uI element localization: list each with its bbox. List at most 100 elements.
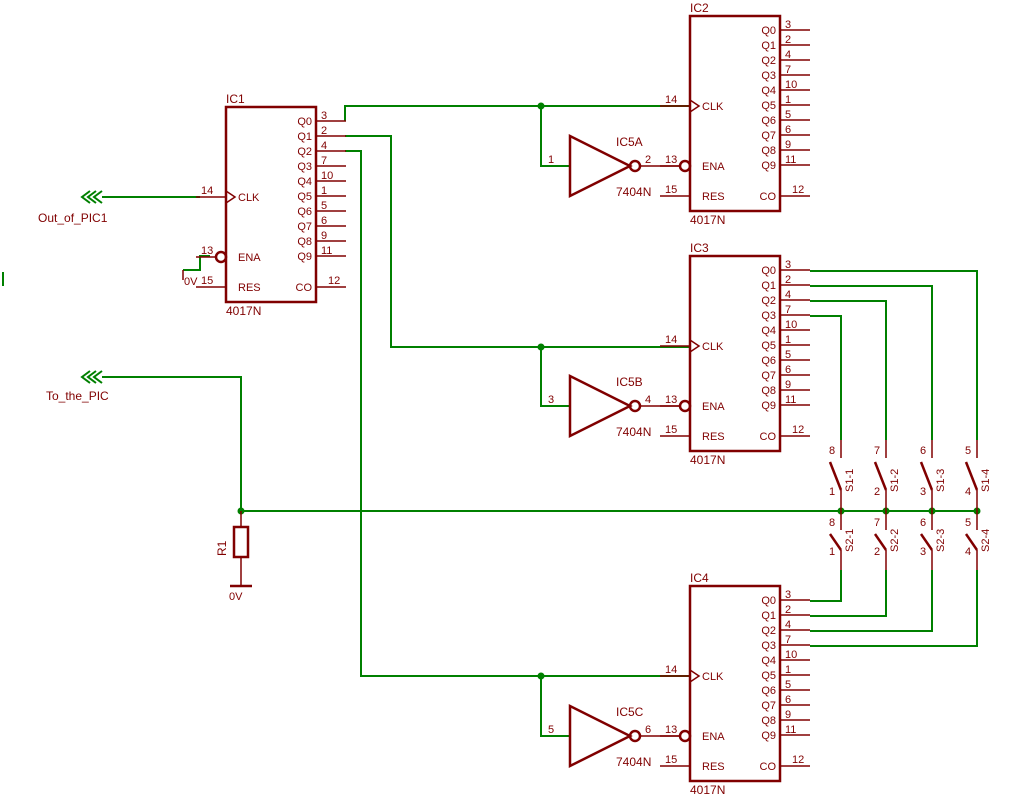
co-label: CO	[760, 191, 777, 203]
pin-number: 8	[829, 517, 835, 529]
pin-number: 7	[321, 155, 327, 167]
pin-number: 2	[874, 486, 880, 498]
wire-s2-4-ic4-q3	[810, 570, 978, 647]
pin-number: 3	[920, 486, 926, 498]
inverter-triangle-icon	[568, 133, 633, 199]
port-out-of-pic1: Out_of_PIC1	[38, 190, 108, 225]
switch-lever-icon	[919, 533, 934, 551]
pin-number: 4	[965, 546, 971, 558]
pin-number: 3	[785, 589, 791, 601]
output-label: Q1	[761, 280, 776, 292]
chip-body	[224, 105, 318, 304]
switch-name: S1-4	[980, 469, 992, 492]
pin-number: 4	[321, 140, 327, 152]
output-label: Q3	[761, 640, 776, 652]
co-label: CO	[760, 431, 777, 443]
pin-number: 7	[874, 517, 880, 529]
switch-name: S1-1	[844, 469, 856, 492]
wire-ic3-q0-s1-4	[810, 270, 978, 440]
output-label: Q4	[761, 325, 776, 337]
pin-number: 2	[785, 604, 791, 616]
port-to-the-pic-label: To_the_PIC	[46, 389, 109, 403]
inversion-bubble-icon	[678, 159, 692, 173]
port-out-of-pic1-label: Out_of_PIC1	[38, 211, 108, 225]
pin-number: 7	[785, 634, 791, 646]
pin-number: 6	[785, 364, 791, 376]
output-label: Q8	[297, 236, 312, 248]
output-label: Q7	[761, 130, 776, 142]
wire-s2-1-ic4-q0	[810, 570, 842, 602]
chip-name: IC2	[690, 1, 709, 15]
pin-number: 4	[785, 289, 791, 301]
pin-number: 7	[874, 445, 880, 457]
output-label: Q9	[761, 160, 776, 172]
inverter-name: IC5C	[616, 705, 644, 719]
output-label: Q5	[761, 670, 776, 682]
inverter-triangle-icon	[568, 373, 633, 439]
pin-number: 9	[785, 709, 791, 721]
res-label: RES	[702, 761, 725, 773]
wire-ic5c-input	[540, 676, 570, 737]
pin-number: 1	[829, 486, 835, 498]
output-label: Q7	[761, 700, 776, 712]
output-label: Q6	[297, 206, 312, 218]
pin-number: 7	[785, 304, 791, 316]
output-label: Q5	[761, 100, 776, 112]
pin-number: 8	[829, 445, 835, 457]
pin-number: 3	[321, 110, 327, 122]
pin-number: 13	[665, 724, 677, 736]
inverter-triangle-icon	[568, 703, 633, 769]
chip-type: 4017N	[690, 453, 725, 467]
output-label: Q3	[761, 70, 776, 82]
pin-number: 6	[920, 517, 926, 529]
chip-name: IC4	[690, 571, 709, 585]
pin-number: 13	[665, 394, 677, 406]
wires	[102, 105, 978, 737]
junction-dot	[537, 672, 545, 680]
chip-body	[688, 254, 782, 453]
pin-number: 10	[785, 319, 797, 331]
output-label: Q3	[761, 310, 776, 322]
output-label: Q1	[297, 131, 312, 143]
pin-number: 4	[965, 486, 971, 498]
pin-number: 3	[785, 259, 791, 271]
port-to-the-pic: To_the_PIC	[46, 370, 109, 403]
resistor-r1: R1 0V	[215, 511, 252, 603]
clock-triangle-icon	[225, 190, 237, 204]
pin-number: 5	[965, 517, 971, 529]
output-label: Q0	[761, 25, 776, 37]
output-label: Q6	[761, 115, 776, 127]
pin-number: 1	[785, 664, 791, 676]
pin-number: 14	[665, 94, 677, 106]
wire-to-the-pic	[102, 376, 242, 511]
output-label: Q5	[297, 191, 312, 203]
wire-s2-3-ic4-q2	[810, 570, 933, 632]
pin-number: 2	[785, 274, 791, 286]
pin-number: 12	[792, 184, 804, 196]
wire-ic5b-input	[540, 347, 570, 407]
pin-number: 14	[665, 664, 677, 676]
switch-lever-icon	[964, 461, 979, 491]
output-label: Q2	[297, 146, 312, 158]
co-label: CO	[296, 282, 313, 294]
switch-name: S2-2	[889, 529, 901, 552]
inversion-bubble-icon	[678, 729, 692, 743]
inverter-type: 7404N	[616, 185, 651, 199]
output-label: Q6	[761, 685, 776, 697]
pin-number: 12	[792, 424, 804, 436]
output-label: Q0	[761, 595, 776, 607]
wire-ic1-q2-to-ic4-clk	[345, 150, 690, 677]
resistor-body	[232, 525, 250, 559]
output-label: Q2	[761, 55, 776, 67]
pin-number: 5	[785, 109, 791, 121]
pin-number: 4	[785, 619, 791, 631]
output-label: Q6	[761, 355, 776, 367]
